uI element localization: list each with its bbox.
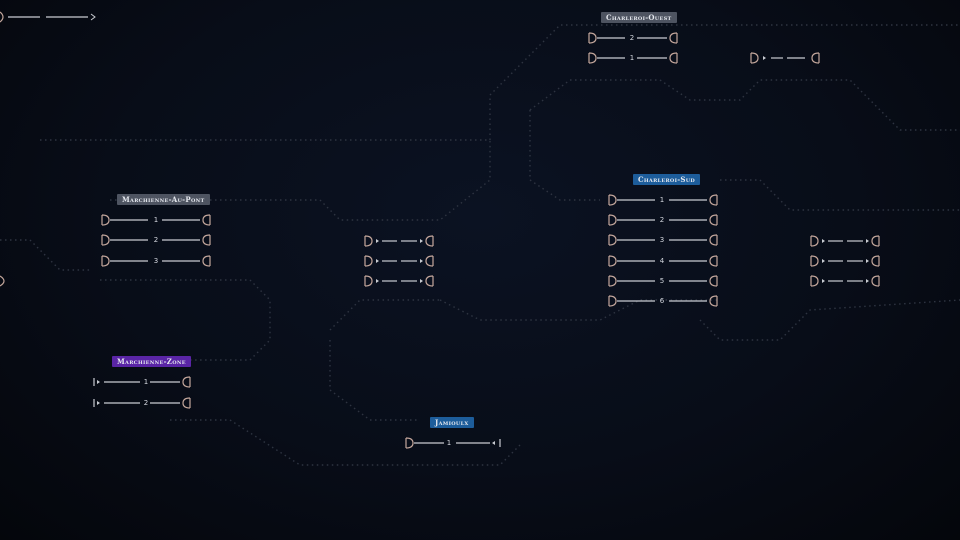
track-charleroi-sud-1[interactable]: 1 (607, 194, 719, 206)
track-partial-top-left[interactable] (0, 11, 100, 23)
dotted-path-mid (439, 299, 720, 321)
dotted-path-west (0, 239, 90, 271)
track-number: 6 (659, 297, 665, 305)
track-number: 1 (629, 54, 635, 62)
track-number: 1 (143, 378, 149, 386)
track-partial-left-edge[interactable] (0, 275, 10, 287)
track-charleroi-ouest-1[interactable]: 1 (587, 52, 679, 64)
station-label-charleroi-ouest[interactable]: Charleroi-Ouest (601, 12, 677, 23)
track-siding-right-2[interactable] (809, 255, 881, 267)
track-number: 2 (629, 34, 635, 42)
track-marchienne-zone-2[interactable]: 2 (92, 397, 192, 409)
track-number: 1 (659, 196, 665, 204)
dotted-path-center (529, 110, 600, 201)
track-siding-middle-2[interactable] (363, 255, 435, 267)
dotted-path-upper-loop (529, 79, 960, 131)
track-siding-top-right[interactable] (749, 52, 821, 64)
dotted-path-east-low (699, 299, 960, 341)
dotted-path-east (720, 179, 960, 211)
track-charleroi-sud-3[interactable]: 3 (607, 234, 719, 246)
track-charleroi-sud-6[interactable]: 6 (607, 295, 719, 307)
track-charleroi-ouest-2[interactable]: 2 (587, 32, 679, 44)
track-number: 3 (153, 257, 159, 265)
track-number: 2 (659, 216, 665, 224)
station-label-jamioulx[interactable]: Jamioulx (430, 417, 474, 428)
dotted-path-lower-loop (329, 299, 440, 331)
station-label-marchienne-zone[interactable]: Marchienne-Zone (112, 356, 191, 367)
track-marchienne-zone-1[interactable]: 1 (92, 376, 192, 388)
track-charleroi-sud-4[interactable]: 4 (607, 255, 719, 267)
track-number: 5 (659, 277, 665, 285)
station-label-marchienne-au-pont[interactable]: Marchienne-Au-Pont (117, 194, 210, 205)
dotted-path-south (170, 419, 521, 466)
track-marchienne-au-pont-3[interactable]: 3 (100, 255, 212, 267)
buffer-stop-icon (0, 11, 4, 23)
track-number: 2 (153, 236, 159, 244)
track-number: 1 (446, 439, 452, 447)
track-number: 3 (659, 236, 665, 244)
track-siding-right-3[interactable] (809, 275, 881, 287)
dotted-path-left-loop (100, 279, 271, 361)
track-siding-right-1[interactable] (809, 235, 881, 247)
track-charleroi-sud-5[interactable]: 5 (607, 275, 719, 287)
track-number: 1 (153, 216, 159, 224)
direction-arrow-icon (90, 13, 96, 21)
track-marchienne-au-pont-1[interactable]: 1 (100, 214, 212, 226)
track-siding-middle-3[interactable] (363, 275, 435, 287)
dotted-path-north (40, 24, 960, 141)
buffer-stop-icon (0, 275, 5, 287)
track-marchienne-au-pont-2[interactable]: 2 (100, 234, 212, 246)
track-number: 4 (659, 257, 665, 265)
station-label-charleroi-sud[interactable]: Charleroi-Sud (633, 174, 701, 185)
track-jamioulx-1[interactable]: 1 (404, 437, 504, 449)
dotted-path-south2 (329, 340, 420, 421)
track-siding-middle-1[interactable] (363, 235, 435, 247)
track-charleroi-sud-2[interactable]: 2 (607, 214, 719, 226)
dotted-path-marchienne (110, 140, 491, 221)
track-number: 2 (143, 399, 149, 407)
